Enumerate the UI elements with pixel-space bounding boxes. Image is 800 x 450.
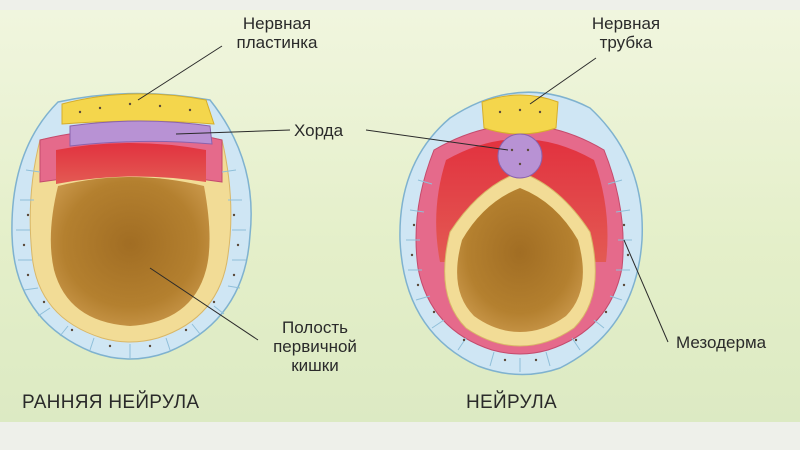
early-neurula: [11, 92, 252, 360]
caption-early-neurula: РАННЯЯ НЕЙРУЛА: [22, 392, 200, 413]
leader-neural-plate: [137, 45, 223, 101]
leader-cavity: [149, 267, 259, 341]
leader-lines: [137, 45, 669, 343]
bottom-band: [0, 422, 800, 450]
leader-chord-left: [175, 129, 291, 135]
leader-neural-tube: [529, 57, 597, 105]
right-chord: [497, 133, 543, 179]
top-band: [0, 0, 800, 10]
label-chord: Хорда: [294, 121, 344, 140]
label-neural-plate: Нервная пластинка: [236, 14, 318, 52]
label-mesoderm: Мезодерма: [676, 333, 767, 352]
neurula: [399, 91, 644, 376]
left-cavity: [50, 177, 210, 326]
label-cavity: Полость первичной кишки: [273, 318, 357, 375]
right-cavity: [457, 188, 583, 332]
leader-chord-right: [365, 129, 509, 151]
right-neural-tube: [481, 94, 559, 135]
leader-mesoderm: [623, 239, 669, 343]
left-neural-plate: [61, 93, 215, 125]
left-mesoderm-fill: [56, 143, 206, 184]
left-chord: [69, 120, 213, 147]
label-neural-tube: Нервная трубка: [591, 14, 661, 52]
caption-neurula: НЕЙРУЛА: [466, 392, 557, 413]
